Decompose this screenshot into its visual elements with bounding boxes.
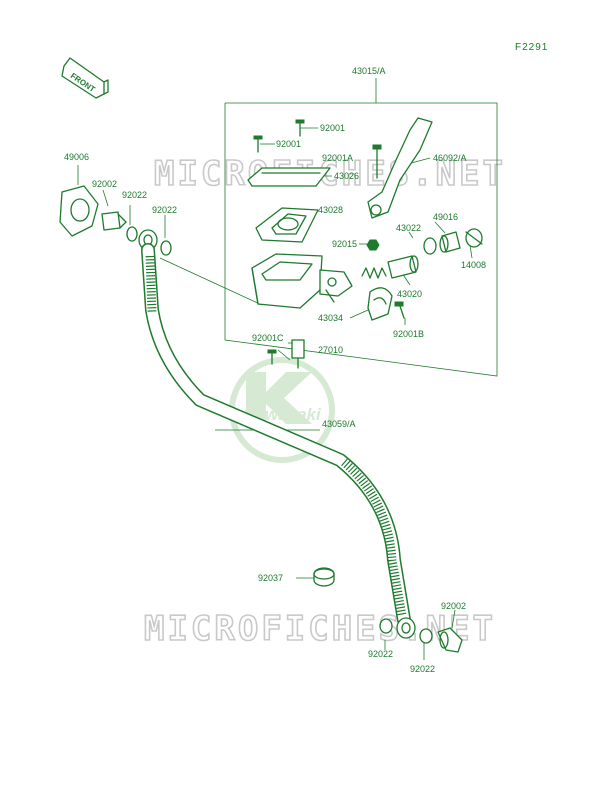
logo-wordmark: Kawasaki	[243, 405, 322, 424]
brake-lever-46092A	[367, 117, 433, 219]
nut-92015-icon	[366, 239, 380, 251]
label-14008: 14008	[461, 260, 486, 270]
label-43015A: 43015/A	[352, 66, 386, 76]
label-92022-b: 92022	[152, 205, 177, 215]
bolt-92001A-icon	[372, 144, 382, 179]
banjo-fitting-49006	[59, 185, 99, 237]
label-43026: 43026	[334, 171, 359, 181]
kawasaki-logo: Kawasaki	[229, 357, 335, 463]
figure-reference: F2291	[515, 42, 548, 53]
banjo-bolt-92002-bottom	[437, 627, 463, 653]
diaphragm-43028	[255, 207, 319, 243]
label-92002-top: 92002	[92, 179, 117, 189]
reservoir-cap-43026	[247, 167, 331, 187]
label-92001-b: 92001	[276, 139, 301, 149]
screw-92001C-icon	[267, 349, 277, 365]
washer-92022-b	[160, 240, 172, 256]
label-92001A: 92001A	[322, 153, 353, 163]
label-92037: 92037	[258, 573, 283, 583]
banjo-bolt-92002-top	[101, 211, 127, 231]
label-92015: 92015	[332, 239, 357, 249]
part-labels: 43015/A 92001 92001 92001A 46092/A 43026…	[64, 66, 486, 674]
label-92001C: 92001C	[252, 333, 284, 343]
watermark-top: MICROFICHES.NET	[154, 154, 506, 194]
label-43022: 43022	[396, 223, 421, 233]
washer-92022-a	[126, 226, 138, 242]
label-43028: 43028	[318, 205, 343, 215]
front-arrow-icon: FRONT	[61, 57, 109, 99]
label-92022-d: 92022	[410, 664, 435, 674]
label-92002-bottom: 92002	[441, 601, 466, 611]
label-49016: 49016	[433, 212, 458, 222]
washer-43022	[423, 237, 437, 255]
label-43059A: 43059/A	[322, 419, 356, 429]
label-27010: 27010	[318, 345, 343, 355]
label-43020: 43020	[397, 289, 422, 299]
label-43034: 43034	[318, 313, 343, 323]
screw-92001-2-icon	[253, 135, 263, 153]
switch-27010	[291, 339, 305, 369]
label-46092A: 46092/A	[433, 153, 467, 163]
label-92001-a: 92001	[320, 123, 345, 133]
label-92022-c: 92022	[368, 649, 393, 659]
label-92022-a: 92022	[122, 190, 147, 200]
master-cylinder-group-outline	[224, 78, 498, 377]
adjuster-14008	[465, 228, 483, 248]
bolt-92001B-icon	[394, 301, 405, 319]
master-cylinder-body	[251, 253, 353, 309]
pivot-49016	[439, 231, 461, 253]
hose-banjo-bottom	[396, 617, 416, 639]
watermark-bottom: MICROFICHES.NET	[144, 609, 496, 649]
washer-92022-c	[379, 618, 393, 634]
screw-92001-icon	[295, 119, 305, 137]
brake-hose-43059A	[141, 243, 411, 627]
label-49006: 49006	[64, 152, 89, 162]
label-92001B: 92001B	[393, 329, 424, 339]
clamp-43034	[367, 287, 393, 321]
grommet-92037	[313, 567, 335, 587]
piston-assembly-43020	[361, 255, 419, 279]
washer-92022-d	[419, 628, 433, 644]
